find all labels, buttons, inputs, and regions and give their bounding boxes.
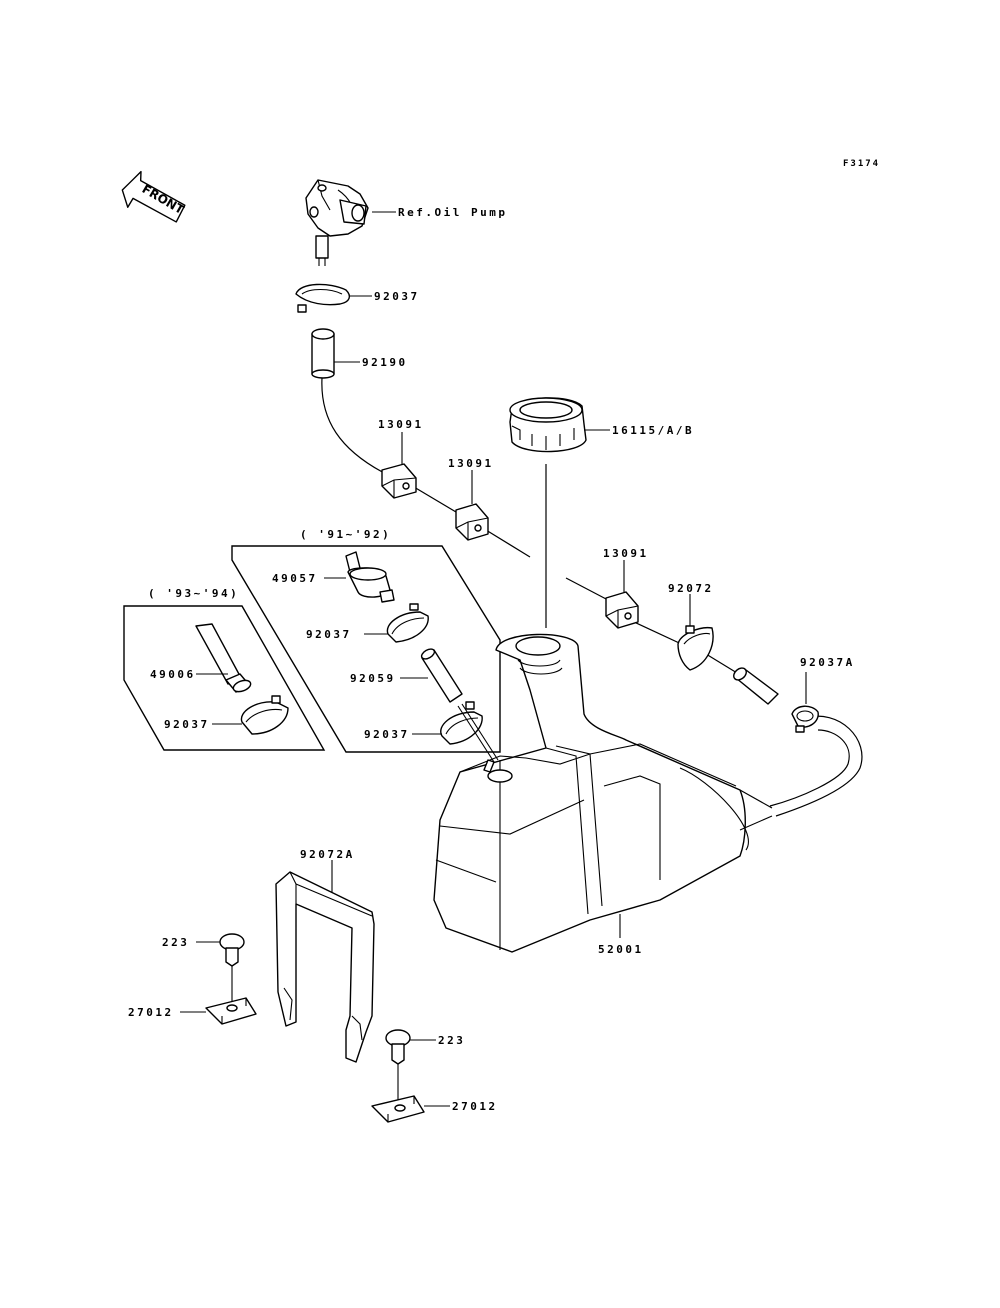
clamp-92037A [791,705,819,733]
group-label-93-94: ( '93~'94) [148,587,239,600]
hose-segment [733,667,779,705]
label-13091-b: 13091 [448,457,494,470]
filler-cap [509,397,587,453]
label-oil-pump: Ref.Oil Pump [398,206,507,219]
hose-92059 [420,648,463,703]
bolt-223-left [219,933,245,967]
bolt-223-right [385,1029,411,1065]
label-92037-g1a: 92037 [306,628,352,641]
clamp-13091-a [381,463,417,499]
clamp-92037-top [295,283,351,313]
label-49057: 49057 [272,572,318,585]
label-92037-top: 92037 [374,290,420,303]
label-92072A: 92072A [300,848,355,861]
clamp-92037-g2 [240,695,289,735]
bracket-27012-right [371,1095,425,1123]
label-27012-right: 27012 [452,1100,498,1113]
part-49006 [195,623,252,693]
label-92190: 92190 [362,356,408,369]
clamp-13091-b [455,503,489,541]
clamp-92037-g1b [440,701,483,745]
label-92072: 92072 [668,582,714,595]
label-92037-g2: 92037 [164,718,210,731]
label-92037-g1b: 92037 [364,728,410,741]
clamp-13091-c [605,591,639,629]
label-13091-c: 13091 [603,547,649,560]
group-label-91-92: ( '91~'92) [300,528,391,541]
group-box-93-94 [123,605,326,751]
figure-code: F3174 [843,159,880,169]
label-27012-left: 27012 [128,1006,174,1019]
clamp-92037-g1a [386,603,429,643]
bracket-27012-left [205,997,257,1025]
label-223-right: 223 [438,1034,465,1047]
clamp-92072 [677,625,714,671]
label-16115: 16115/A/B [612,424,694,437]
oil-tank [433,633,773,953]
label-92059: 92059 [350,672,396,685]
label-13091-a: 13091 [378,418,424,431]
group-box-91-92 [231,545,501,753]
label-223-left: 223 [162,936,189,949]
label-52001: 52001 [598,943,644,956]
label-92037A: 92037A [800,656,855,669]
part-49057 [345,551,395,603]
oil-pump [305,179,369,266]
strap-92072A [275,871,375,1063]
hose-92190 [311,328,335,379]
front-arrow-icon: FRONT [121,170,187,223]
label-49006: 49006 [150,668,196,681]
